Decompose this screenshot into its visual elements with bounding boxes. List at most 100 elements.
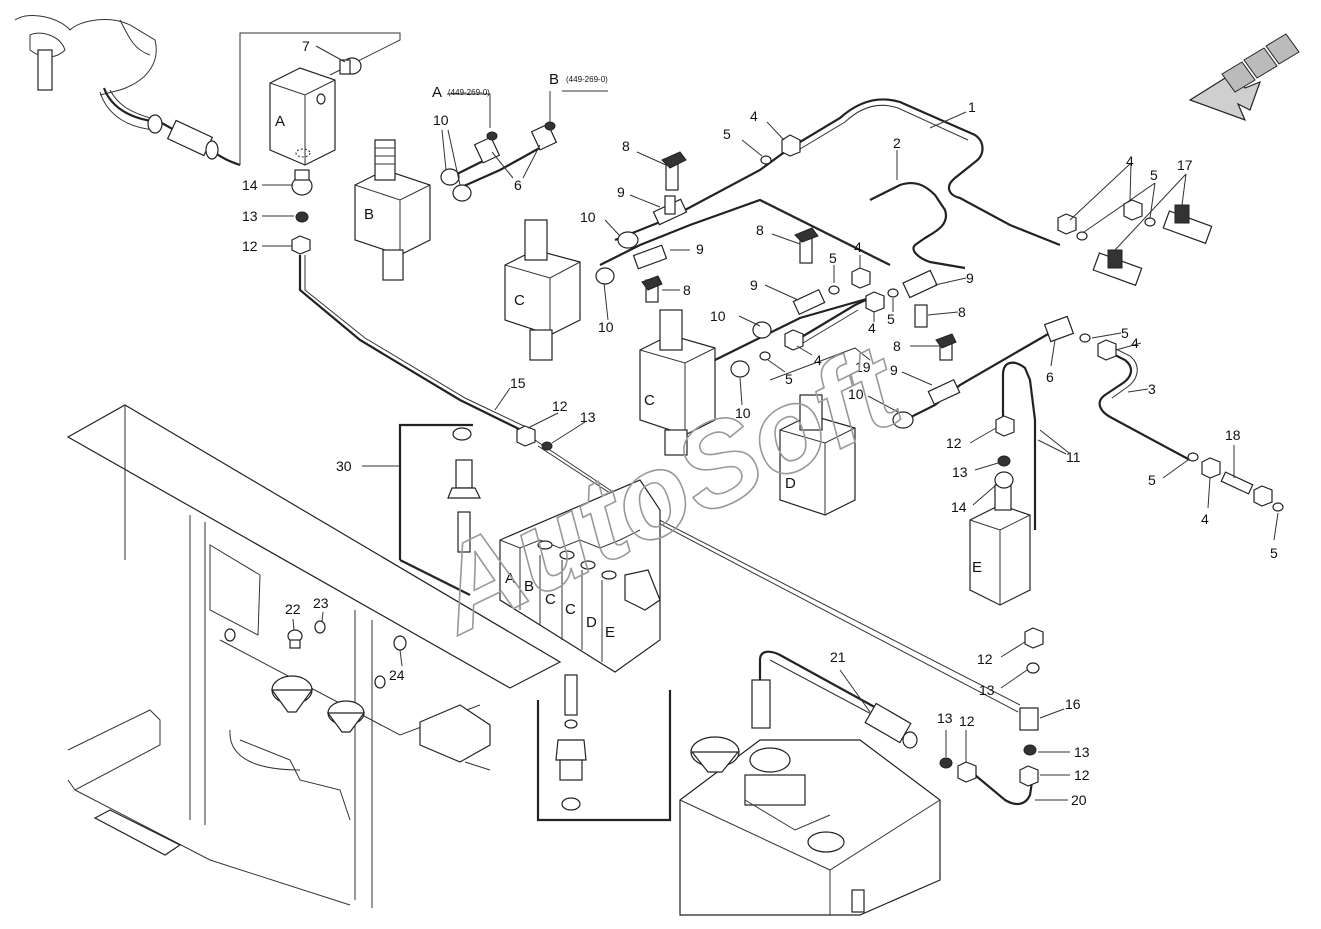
callout: 24 xyxy=(389,667,405,683)
fitting-7 xyxy=(339,57,362,75)
direction-arrow-icon xyxy=(1188,33,1300,122)
nut-12c xyxy=(995,415,1015,437)
bank-letter: E xyxy=(605,624,615,641)
valve-letter: C xyxy=(644,392,655,409)
ring-13e xyxy=(1023,744,1037,756)
ring-13d xyxy=(1026,662,1040,674)
valve-letter: A xyxy=(275,113,285,130)
fitting-14b xyxy=(994,471,1014,489)
ring-13c xyxy=(997,455,1011,467)
bolt-22 xyxy=(287,629,303,649)
callout: 5 xyxy=(723,126,731,142)
ring-5c xyxy=(887,288,899,298)
callout: 12 xyxy=(959,713,975,729)
callout: 10 xyxy=(598,319,614,335)
ring-5b xyxy=(828,285,840,295)
callout: 9 xyxy=(696,241,704,257)
callout: 5 xyxy=(829,250,837,266)
callout: 4 xyxy=(750,108,758,124)
ring-5i xyxy=(1272,502,1284,512)
callout: 13 xyxy=(937,710,953,726)
adapter-10d xyxy=(752,321,772,339)
bank-letter: D xyxy=(586,614,597,631)
callout: 8 xyxy=(958,304,966,320)
sensor-8b xyxy=(641,275,663,303)
engine-corner-sketch xyxy=(14,14,241,167)
valve-block-d: D xyxy=(779,394,856,516)
ref-b-number: (449-269-0) xyxy=(566,75,608,84)
callout: 10 xyxy=(710,308,726,324)
nut-12d xyxy=(1024,627,1044,649)
hydraulic-tank xyxy=(679,736,941,916)
adapter-10b xyxy=(617,231,639,249)
elbow-6 xyxy=(1043,315,1075,343)
ref-a-label: A xyxy=(432,84,442,101)
tee-9c xyxy=(792,288,826,316)
callouts: 7 14 13 12 10 6 1 4 5 8 9 10 9 8 10 2 8 … xyxy=(242,38,1278,808)
nut-4i xyxy=(1253,485,1273,507)
ring-5g xyxy=(1079,333,1091,343)
callout: 5 xyxy=(887,311,895,327)
callout: 11 xyxy=(1066,449,1081,465)
sensor-8c xyxy=(794,227,819,264)
sensor-8d xyxy=(914,304,928,328)
callout: 2 xyxy=(893,135,901,151)
tee-9e xyxy=(927,378,961,406)
callout: 4 xyxy=(814,352,822,368)
callout: 12 xyxy=(242,238,258,254)
callout: 19 xyxy=(855,359,871,375)
callout: 18 xyxy=(1225,427,1241,443)
callout: 17 xyxy=(1177,157,1193,173)
callout: 9 xyxy=(750,277,758,293)
ref-a-number: (449-269-0) xyxy=(448,88,490,97)
ref-b-label: B xyxy=(549,71,559,88)
hose-21-top xyxy=(751,679,771,729)
callout: 4 xyxy=(1126,153,1134,169)
tee-9d xyxy=(902,269,938,299)
callout: 20 xyxy=(1071,792,1087,808)
machine-frame xyxy=(66,404,562,908)
nut-4e xyxy=(1123,199,1143,221)
callout: 9 xyxy=(966,270,974,286)
callout: 12 xyxy=(946,435,962,451)
callout: 5 xyxy=(1148,472,1156,488)
valve-block-c-1: C xyxy=(504,219,581,361)
ring-13b xyxy=(541,441,553,451)
callout: 23 xyxy=(313,595,329,611)
valve-letter: D xyxy=(785,475,796,492)
callout: 4 xyxy=(868,320,876,336)
elbow-a xyxy=(473,131,501,164)
valve-letter: B xyxy=(364,206,374,223)
callout: 9 xyxy=(617,184,625,200)
callout: 13 xyxy=(242,208,258,224)
nut-12f xyxy=(957,761,977,783)
callout: 5 xyxy=(1121,325,1129,341)
sensor-8e xyxy=(935,333,957,361)
callout: 5 xyxy=(785,371,793,387)
tee-16 xyxy=(1019,707,1039,731)
callout: 13 xyxy=(952,464,968,480)
check-valve-17a xyxy=(1162,204,1213,245)
valve-block-a-top: A xyxy=(269,67,336,166)
adapter-10f xyxy=(892,411,914,429)
adapter-10c xyxy=(595,267,615,285)
nut-4a xyxy=(781,134,801,157)
nut-12a xyxy=(291,235,311,255)
callout: 4 xyxy=(1131,335,1139,351)
tube-18 xyxy=(1220,471,1254,495)
ring-5h xyxy=(1187,452,1199,462)
callout: 10 xyxy=(433,112,449,128)
callout: 14 xyxy=(951,499,967,515)
callout: 4 xyxy=(854,239,862,255)
washer-24 xyxy=(393,635,407,651)
tee-9a xyxy=(652,195,688,226)
callout: 1 xyxy=(968,99,976,115)
callout: 10 xyxy=(848,386,864,402)
tee-9b xyxy=(632,244,668,270)
valve-letter: C xyxy=(514,292,525,309)
callout: 4 xyxy=(1201,511,1209,527)
callout: 6 xyxy=(1046,369,1054,385)
callout: 8 xyxy=(622,138,630,154)
bank-letter: B xyxy=(524,578,534,595)
